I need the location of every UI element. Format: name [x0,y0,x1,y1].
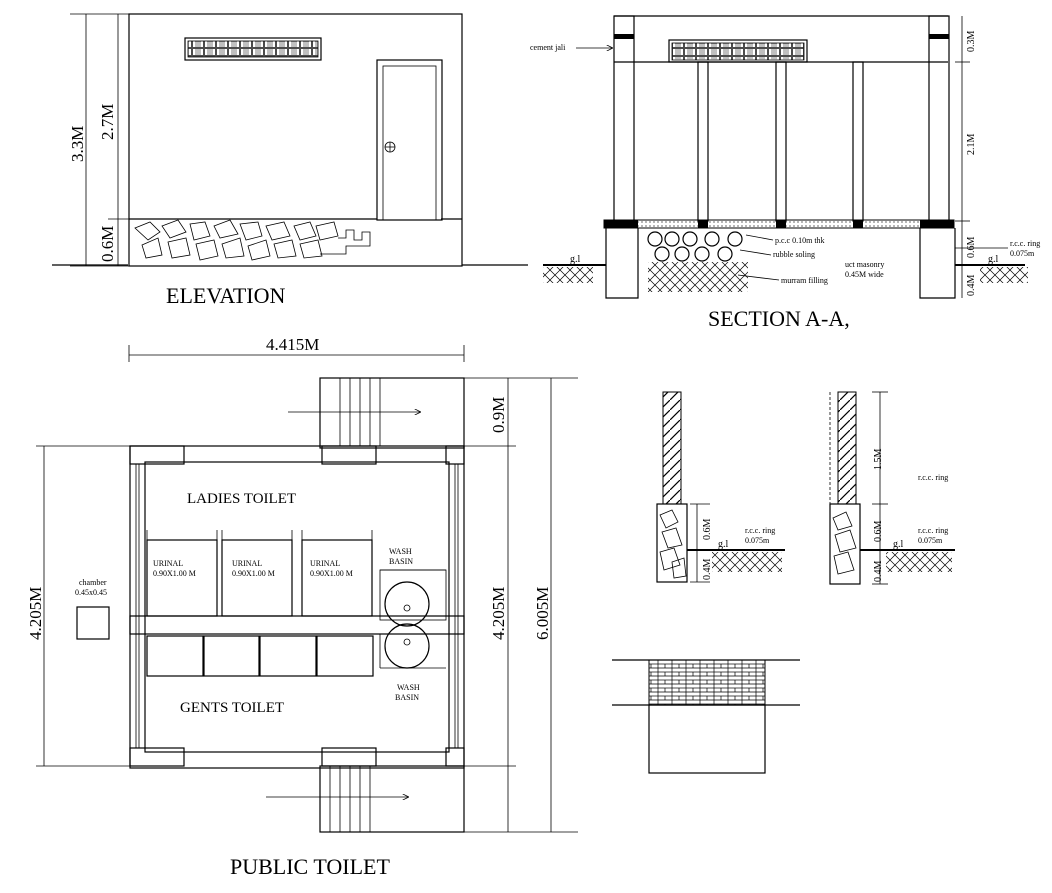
plan-dim-right-total: 6.005M [533,587,552,640]
section-note-murram: murram filling [781,276,828,285]
detail1-dim-b: 0.4M [702,559,713,581]
section-dim-mid: 2.1M [966,134,977,156]
section-note-ring-2: 0.075m [1010,249,1035,258]
chamber-section [612,659,800,774]
urinal-3-name: URINAL [310,559,340,568]
wash-basin-bottom-2: BASIN [395,693,419,702]
section-note-masonry-1: uct masonry [845,260,884,269]
section-dim-found: 0.4M [966,275,977,297]
section-dim-ring: 0.6M [966,237,977,259]
wash-basin-top-1: WASH [389,547,412,556]
chamber-label-1: chamber [79,578,107,587]
plan-dim-width: 4.415M [266,335,319,354]
section-dim-top: 0.3M [966,31,977,53]
detail2-ring-top: r.c.c. ring [918,473,948,482]
urinal-1-size: 0.90X1.00 M [153,569,196,578]
detail1-ring-2: 0.075m [745,536,770,545]
gents-toilet-label: GENTS TOILET [180,700,284,716]
section-note-rubble: rubble soling [773,250,815,259]
elevation-dim-lower: 0.6M [98,226,117,262]
wall-detail-2: 1.5M 0.6M 0.4M g.l r.c.c. ring r.c.c. ri… [829,391,955,585]
urinal-2-size: 0.90X1.00 M [232,569,275,578]
section-gl-left: g.l [570,254,581,265]
detail1-dim-a: 0.6M [702,519,713,541]
elevation-dim-total: 3.3M [68,126,87,162]
detail2-ring-1: r.c.c. ring [918,526,948,535]
section-title: SECTION A-A, [708,306,850,331]
detail1-ring-1: r.c.c. ring [745,526,775,535]
detail2-dim-a: 0.6M [873,521,884,543]
plan-dim-right-mid: 4.205M [489,587,508,640]
section-note-cement-jali: cement jali [530,43,566,52]
ladies-toilet-label: LADIES TOILET [187,491,296,507]
detail2-dim-b: 0.4M [873,561,884,583]
chamber-label-2: 0.45x0.45 [75,588,107,597]
plan-dim-left: 4.205M [26,587,45,640]
detail2-ring-2: 0.075m [918,536,943,545]
section-note-masonry-2: 0.45M wide [845,270,884,279]
wash-basin-bottom-1: WASH [397,683,420,692]
elevation-view: 3.3M 2.7M 0.6M ELEVATION [52,13,528,308]
detail2-dim-top: 1.5M [873,449,884,471]
section-note-ring-1: r.c.c. ring [1010,239,1040,248]
section-gl-right: g.l [988,254,999,265]
section-note-pcc: p.c.c 0.10m thk [775,236,825,245]
urinal-3-size: 0.90X1.00 M [310,569,353,578]
urinal-2-name: URINAL [232,559,262,568]
plan-dim-right-top: 0.9M [489,397,508,433]
section-view: cement jali p.c.c 0.10m thk rubble solin… [530,15,1040,331]
plan-view: 4.415M [26,335,578,879]
elevation-title: ELEVATION [166,283,285,308]
wall-detail-1: 0.6M 0.4M g.l r.c.c. ring 0.075m [656,391,785,583]
elevation-dim-upper: 2.7M [98,104,117,140]
plan-title: PUBLIC TOILET [230,854,390,879]
wash-basin-top-2: BASIN [389,557,413,566]
detail1-gl: g.l [718,539,729,550]
detail2-gl: g.l [893,539,904,550]
urinal-1-name: URINAL [153,559,183,568]
